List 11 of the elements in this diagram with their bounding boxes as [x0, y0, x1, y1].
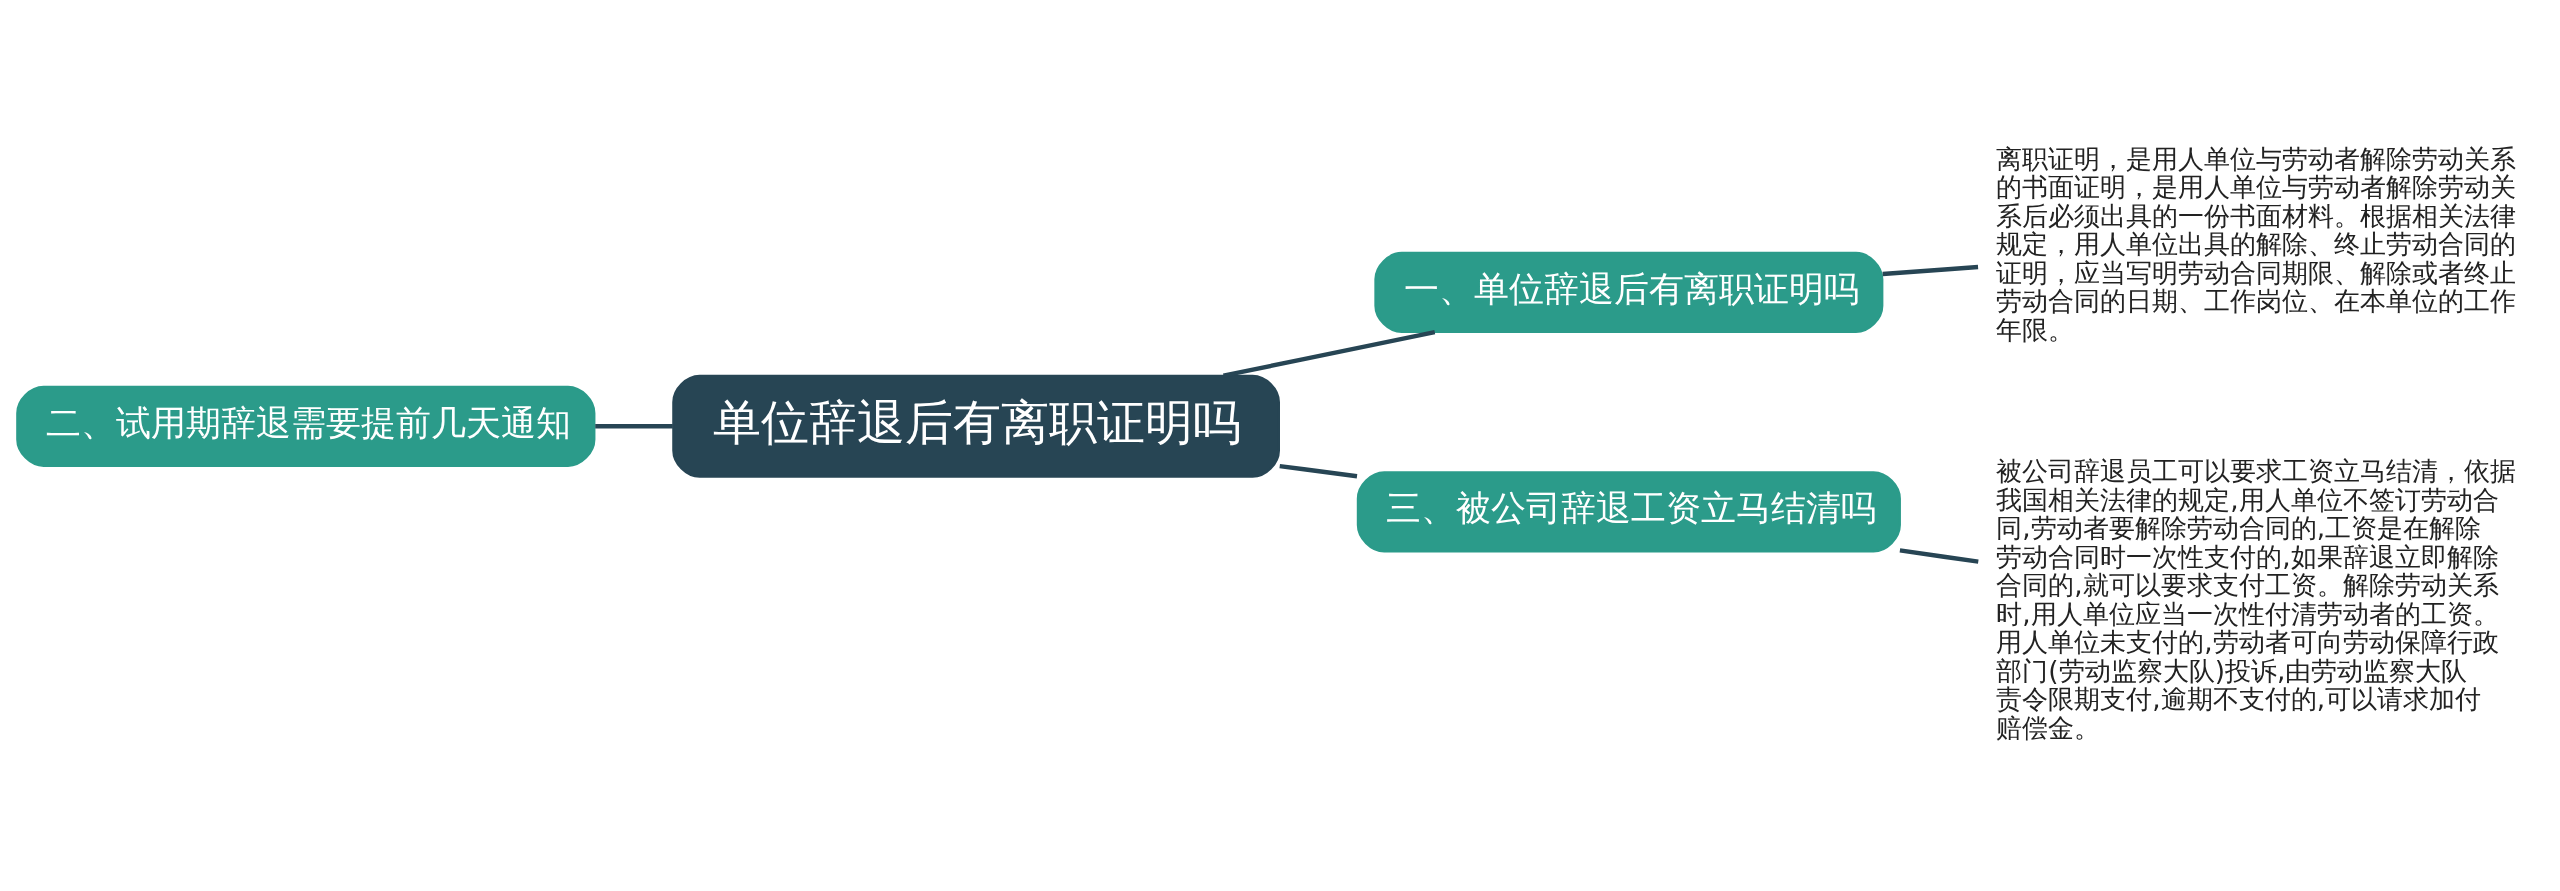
node-box: 三、被公司辞退工资立马结清吗 — [1356, 471, 1901, 553]
node-text: 离职证明，是用人单位与劳动者解除劳动关系的书面证明，是用人单位与劳动者解除劳动关系后必须出具的一份书面材料。根据相关法律规定，用人单位出具的解除、终止劳动合同的证明，应当写明劳动合同期限、解除或者终止劳动合同的日期、工作岗位、在本单位的工作年限。 — [1996, 143, 2517, 345]
node-text: 被公司辞退员工可以要求工资立马结清，依据我国相关法律的规定,用人单位不签订劳动合同,劳动者要解除劳动合同的,工资是在解除劳动合同时一次性支付的,如果辞退立即解除合同的,就可以要求支付工资。解除劳动关系时,用人单位应当一次性付清劳动者的工资。用人单位未支付的,劳动者可向劳动保障行政部门(劳动监察大队)投诉,由劳动监察大队责令限期支付,逾期不支付的,可以请求加付赔偿金。 — [1996, 456, 2517, 743]
connector — [1882, 264, 1979, 277]
node-box: 一、单位辞退后有离职证明吗 — [1374, 251, 1884, 334]
node-box: 二、试用期辞退需要提前几天通知 — [16, 385, 596, 467]
node-box: 单位辞退后有离职证明吗 — [672, 374, 1280, 478]
connector — [1279, 463, 1358, 479]
connector — [1899, 548, 1979, 564]
connector — [595, 424, 673, 429]
connector — [1223, 329, 1436, 378]
